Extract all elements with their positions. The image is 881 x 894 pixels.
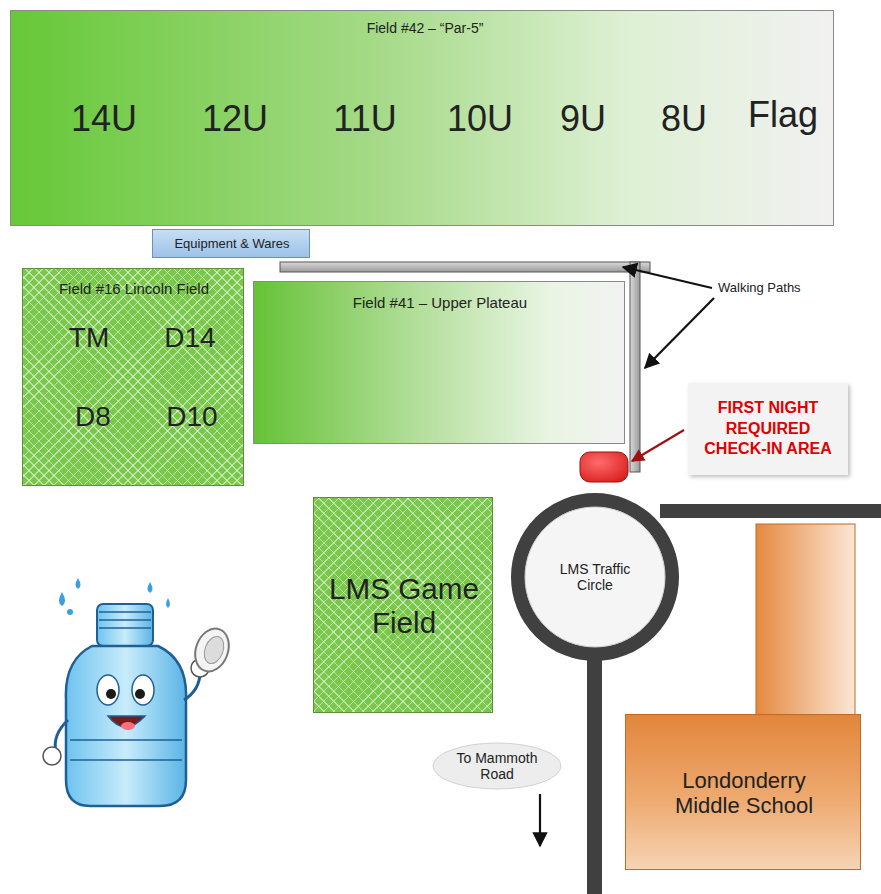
circle-island: [525, 507, 665, 647]
area-label: 12U: [202, 98, 268, 139]
school-wing: [756, 524, 855, 716]
walking-path: [280, 262, 650, 272]
area-label: 10U: [447, 98, 513, 139]
area-name: Field #42 – “Par-5”: [367, 20, 484, 36]
check-in-label-text: FIRST NIGHT REQUIRED CHECK-IN AREA: [698, 398, 838, 460]
leader-arrow: [632, 430, 684, 461]
area-name: Londonderry Middle School: [664, 768, 824, 819]
path-label-text: Walking Paths: [718, 280, 801, 297]
area-label: 14U: [71, 98, 137, 139]
area-label: D8: [75, 401, 111, 433]
field-area: Field #42 – “Par-5” 14U 12U 11U 10U 9U 8U Flag: [10, 10, 834, 226]
path-label: Walking Paths: [718, 280, 801, 297]
walking-path: [630, 262, 640, 472]
road: [587, 655, 602, 894]
water-bottle-mascot: [43, 578, 235, 806]
area-label: D10: [166, 401, 217, 433]
check-in-marker: [580, 452, 628, 482]
direction-arrow: [539, 794, 541, 846]
field-area: Field #41 – Upper Plateau: [253, 281, 625, 444]
area-name: Field #16 Lincoln Field: [59, 280, 209, 297]
area-label: 8U: [661, 98, 707, 139]
traffic-circle: LMS Traffic Circle: [510, 492, 680, 662]
school-building: Londonderry Middle School: [625, 714, 861, 870]
equipment-box: Equipment & Wares: [152, 229, 310, 258]
circle-ring: [518, 500, 672, 654]
area-label: TM: [69, 322, 109, 354]
area-label: 9U: [560, 98, 606, 139]
area-name: LMS Traffic Circle: [550, 561, 640, 593]
area-name: LMS Game Field: [319, 572, 489, 640]
area-label: Flag: [748, 94, 818, 135]
check-in-label: FIRST NIGHT REQUIRED CHECK-IN AREA: [688, 383, 848, 475]
field-area: Field #16 Lincoln FieldTM D14D8 D10: [22, 268, 244, 486]
area-name: To Mammoth Road: [447, 750, 547, 782]
field-area: LMS Game Field: [313, 497, 493, 713]
leader-arrow: [623, 267, 712, 288]
area-name: Field #41 – Upper Plateau: [353, 294, 527, 311]
area-label: 11U: [333, 98, 396, 139]
road: [660, 504, 881, 518]
area-name: Equipment & Wares: [174, 237, 289, 252]
ellipse-shape: [433, 743, 561, 789]
leader-arrow: [645, 298, 714, 368]
area-label: D14: [164, 322, 215, 354]
road-sign: To Mammoth Road: [432, 742, 562, 790]
